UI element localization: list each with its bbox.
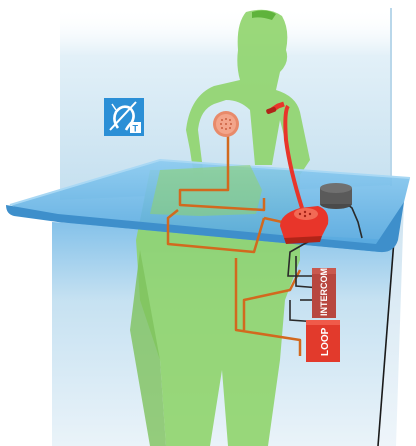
intercom-unit-box: INTERCOM <box>312 268 336 318</box>
counter-side-panel <box>378 200 404 446</box>
cable-wiring <box>166 136 302 356</box>
loop-label: LOOP <box>320 327 331 356</box>
loop-amplifier-box: LOOP <box>306 320 340 362</box>
intercom-speaker-cylinder <box>320 183 352 209</box>
intercom-label: INTERCOM <box>319 268 329 316</box>
gooseneck-microphone-icon <box>266 101 304 209</box>
hearing-badge-letter: T <box>133 124 139 134</box>
speaker-grille-icon <box>213 111 239 137</box>
counter-corner-edge <box>377 239 395 446</box>
glass-screen <box>60 8 392 200</box>
hearing-loop-ear-icon: T <box>104 98 144 136</box>
intercom-base-unit-icon <box>280 206 329 244</box>
glass-screen-edge <box>390 8 392 186</box>
